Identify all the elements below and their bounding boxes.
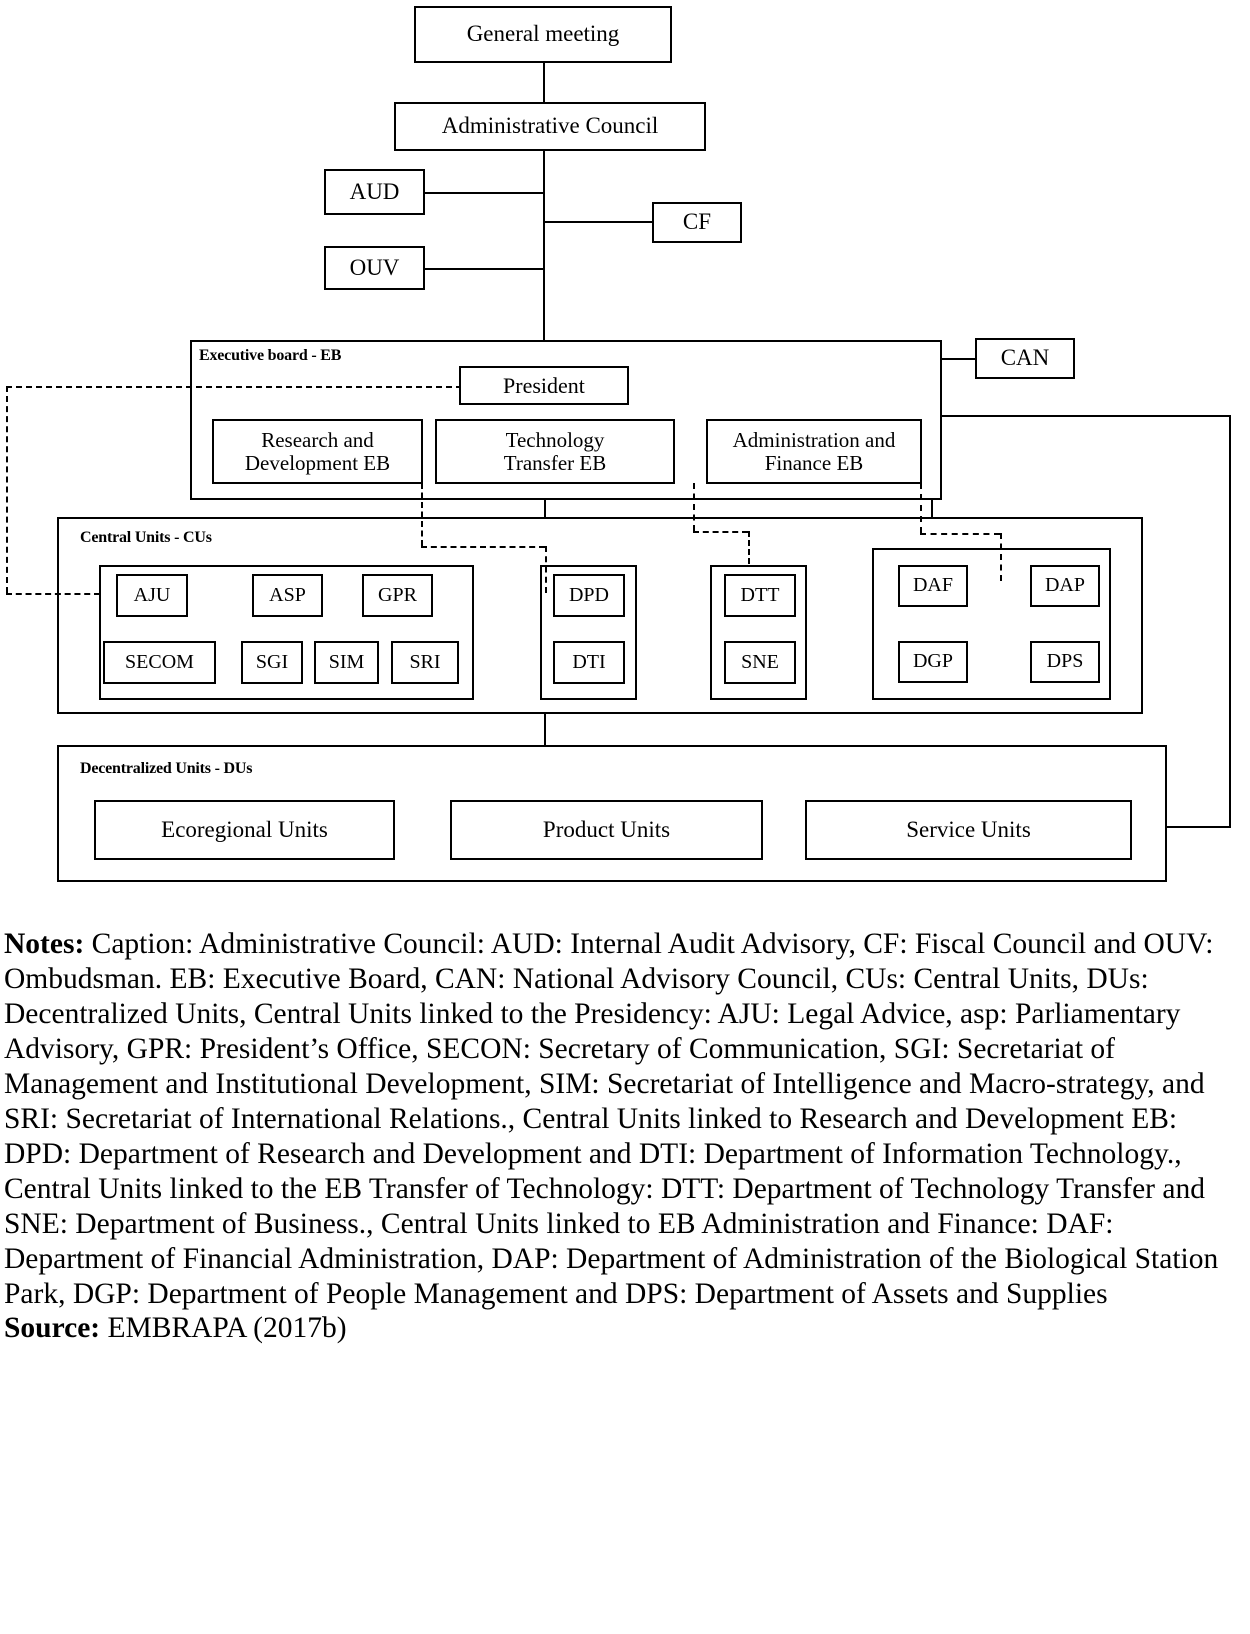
connector-eb-right-rail-top	[941, 415, 1231, 417]
dashed-tt-down-b	[748, 531, 750, 564]
box-gpr-label: GPR	[378, 583, 417, 606]
box-general-meeting[interactable]: General meeting	[414, 6, 672, 63]
box-dti-label: DTI	[572, 650, 606, 673]
box-dpd-label: DPD	[568, 583, 609, 606]
dashed-af-down-a	[920, 483, 922, 533]
box-general-meeting-label: General meeting	[466, 21, 620, 47]
dashed-left-rail	[6, 386, 8, 593]
box-dap-label: DAP	[1044, 574, 1085, 597]
group-decentralized-units-label: Decentralized Units - DUs	[80, 760, 253, 777]
connector-cu-to-du	[544, 713, 546, 746]
source-label: Source:	[4, 1312, 101, 1345]
box-research-development-eb-line1: Research and	[261, 427, 374, 452]
dashed-af-down-b	[1000, 533, 1002, 581]
connector-far-right-rail	[1229, 415, 1231, 828]
box-dpd[interactable]: DPD	[553, 574, 625, 617]
box-asp[interactable]: ASP	[252, 574, 323, 617]
connector-gm-to-ac	[543, 62, 545, 103]
box-research-development-eb[interactable]: Research and Development EB	[212, 419, 423, 484]
box-research-development-eb-line2: Development EB	[244, 450, 391, 475]
box-president-label: President	[503, 372, 585, 398]
box-sne-label: SNE	[741, 650, 779, 673]
connector-aud	[424, 192, 545, 194]
notes-paragraph: Notes: Caption: Administrative Council: …	[4, 927, 1244, 1311]
box-gpr[interactable]: GPR	[362, 574, 433, 617]
box-cf[interactable]: CF	[652, 202, 742, 243]
box-sri-label: SRI	[409, 650, 441, 673]
box-aju-label: AJU	[133, 583, 171, 606]
dashed-president-left	[6, 386, 462, 388]
notes-label: Notes:	[4, 928, 85, 960]
box-administration-finance-eb[interactable]: Administration and Finance EB	[706, 419, 922, 484]
box-sim[interactable]: SIM	[314, 641, 379, 684]
box-aju[interactable]: AJU	[116, 574, 188, 617]
connector-eb-can	[941, 358, 975, 360]
dashed-rd-down-b	[545, 546, 547, 593]
connector-cf	[543, 221, 653, 223]
dashed-af-across	[920, 533, 1000, 535]
box-president[interactable]: President	[459, 366, 629, 405]
dashed-left-to-aju	[6, 593, 100, 595]
box-administrative-council-label: Administrative Council	[441, 113, 659, 139]
box-dgp-label: DGP	[912, 650, 953, 673]
box-secom[interactable]: SECOM	[103, 641, 216, 684]
box-dps[interactable]: DPS	[1030, 641, 1100, 683]
box-administrative-council[interactable]: Administrative Council	[394, 102, 706, 151]
embrapa-org-chart: General meeting Administrative Council A…	[6, 6, 1231, 882]
connector-far-right-to-du	[1165, 826, 1231, 828]
connector-eb-to-cu	[544, 500, 546, 518]
box-dtt[interactable]: DTT	[724, 574, 796, 617]
box-sri[interactable]: SRI	[391, 641, 459, 684]
box-secom-label: SECOM	[125, 650, 194, 673]
box-can-label: CAN	[1000, 345, 1050, 371]
box-can[interactable]: CAN	[975, 338, 1075, 379]
box-product-units[interactable]: Product Units	[450, 800, 763, 860]
box-administration-finance-eb-line2: Finance EB	[764, 450, 864, 475]
dashed-tt-across	[693, 531, 748, 533]
box-ecoregional-units-label: Ecoregional Units	[161, 816, 328, 842]
box-ouv[interactable]: OUV	[324, 246, 425, 290]
dashed-rd-down-a	[421, 483, 423, 546]
source-body: EMBRAPA (2017b)	[100, 1312, 347, 1345]
box-aud[interactable]: AUD	[324, 169, 425, 215]
box-service-units-label: Service Units	[906, 816, 1031, 842]
box-technology-transfer-eb-line1: Technology	[505, 427, 605, 452]
box-asp-label: ASP	[269, 583, 306, 606]
group-central-units-label: Central Units - CUs	[80, 529, 212, 546]
box-service-units[interactable]: Service Units	[805, 800, 1132, 860]
box-aud-label: AUD	[349, 178, 400, 204]
box-sne[interactable]: SNE	[724, 641, 796, 684]
box-administration-finance-eb-line1: Administration and	[732, 427, 896, 452]
dashed-tt-down-a	[693, 483, 695, 531]
box-technology-transfer-eb-line2: Transfer EB	[503, 450, 607, 475]
box-sgi-label: SGI	[255, 650, 289, 673]
notes-body: Caption: Administrative Council: AUD: In…	[4, 928, 1219, 1310]
group-executive-board-label: Executive board - EB	[199, 347, 342, 364]
box-ecoregional-units[interactable]: Ecoregional Units	[94, 800, 395, 860]
box-cf-label: CF	[682, 209, 712, 235]
box-dgp[interactable]: DGP	[898, 641, 968, 683]
box-sim-label: SIM	[328, 650, 365, 673]
box-daf-label: DAF	[912, 574, 953, 597]
dashed-rd-across	[421, 546, 545, 548]
source-paragraph: Source: EMBRAPA (2017b)	[4, 1311, 1244, 1346]
box-daf[interactable]: DAF	[898, 565, 968, 607]
box-product-units-label: Product Units	[542, 816, 671, 842]
box-sgi[interactable]: SGI	[241, 641, 303, 684]
connector-ouv	[424, 268, 545, 270]
box-ouv-label: OUV	[349, 254, 400, 280]
box-dti[interactable]: DTI	[553, 641, 625, 684]
box-technology-transfer-eb[interactable]: Technology Transfer EB	[435, 419, 675, 484]
connector-eb-to-cu-right	[931, 500, 933, 518]
box-dap[interactable]: DAP	[1030, 565, 1100, 607]
box-dtt-label: DTT	[740, 583, 780, 606]
box-dps-label: DPS	[1046, 650, 1084, 673]
figure-notes: Notes: Caption: Administrative Council: …	[0, 905, 1250, 1346]
connector-ac-trunk	[543, 150, 545, 340]
